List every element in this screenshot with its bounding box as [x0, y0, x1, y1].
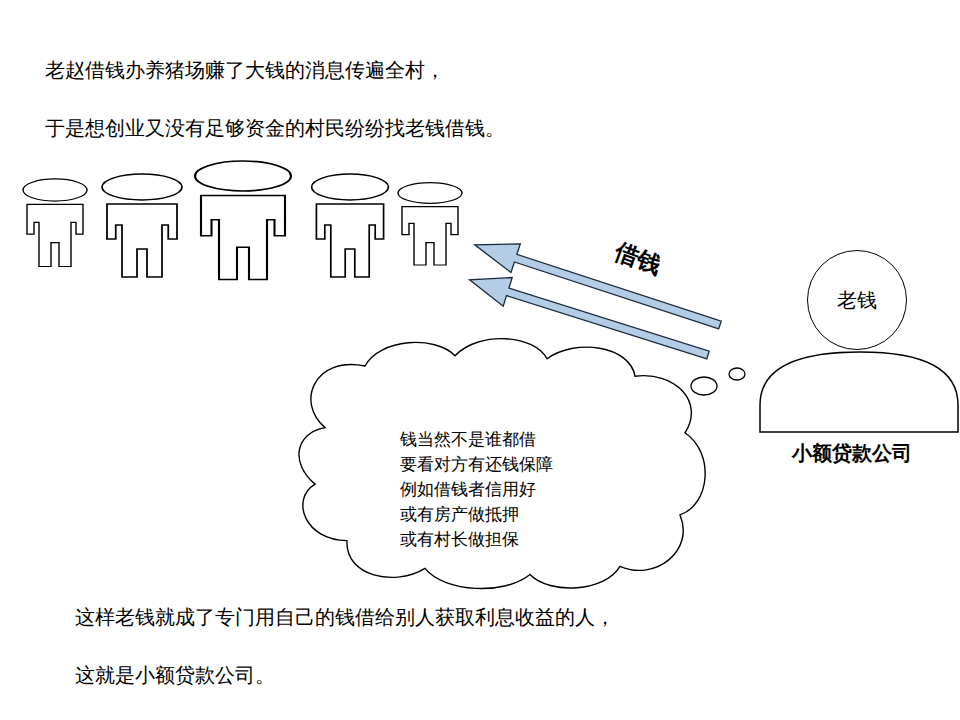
thought-bubble [729, 368, 745, 380]
villager-figure [312, 174, 389, 277]
villager-figure [23, 179, 87, 267]
cloud-outline [299, 339, 705, 589]
node-name: 老钱 [837, 287, 877, 314]
villager-figure [398, 183, 462, 265]
thought-bubble [691, 377, 717, 395]
thought-cloud: 钱当然不是谁都借 要看对方有还钱保障 例如借钱者信用好 或有房产做抵押 或有村长… [285, 330, 715, 592]
lender-body [760, 352, 958, 432]
intro-text: 老赵借钱办养猪场赚了大钱的消息传遍全村， [45, 57, 445, 83]
villager-figure [195, 161, 291, 279]
intro-text: 于是想创业又没有足够资金的村民纷纷找老钱借钱。 [45, 115, 505, 141]
thought-text: 钱当然不是谁都借 要看对方有还钱保障 例如借钱者信用好 或有房产做抵押 或有村长… [400, 427, 570, 552]
lender-head: 老钱 [807, 250, 907, 350]
conclusion-text: 这就是小额贷款公司。 [75, 662, 275, 688]
arrow-label: 借钱 [611, 238, 665, 279]
villager-figure [102, 174, 182, 277]
conclusion-text: 这样老钱就成了专门用自己的钱借给别人获取利息收益的人， [75, 604, 615, 630]
role-label: 小额贷款公司 [792, 440, 912, 466]
